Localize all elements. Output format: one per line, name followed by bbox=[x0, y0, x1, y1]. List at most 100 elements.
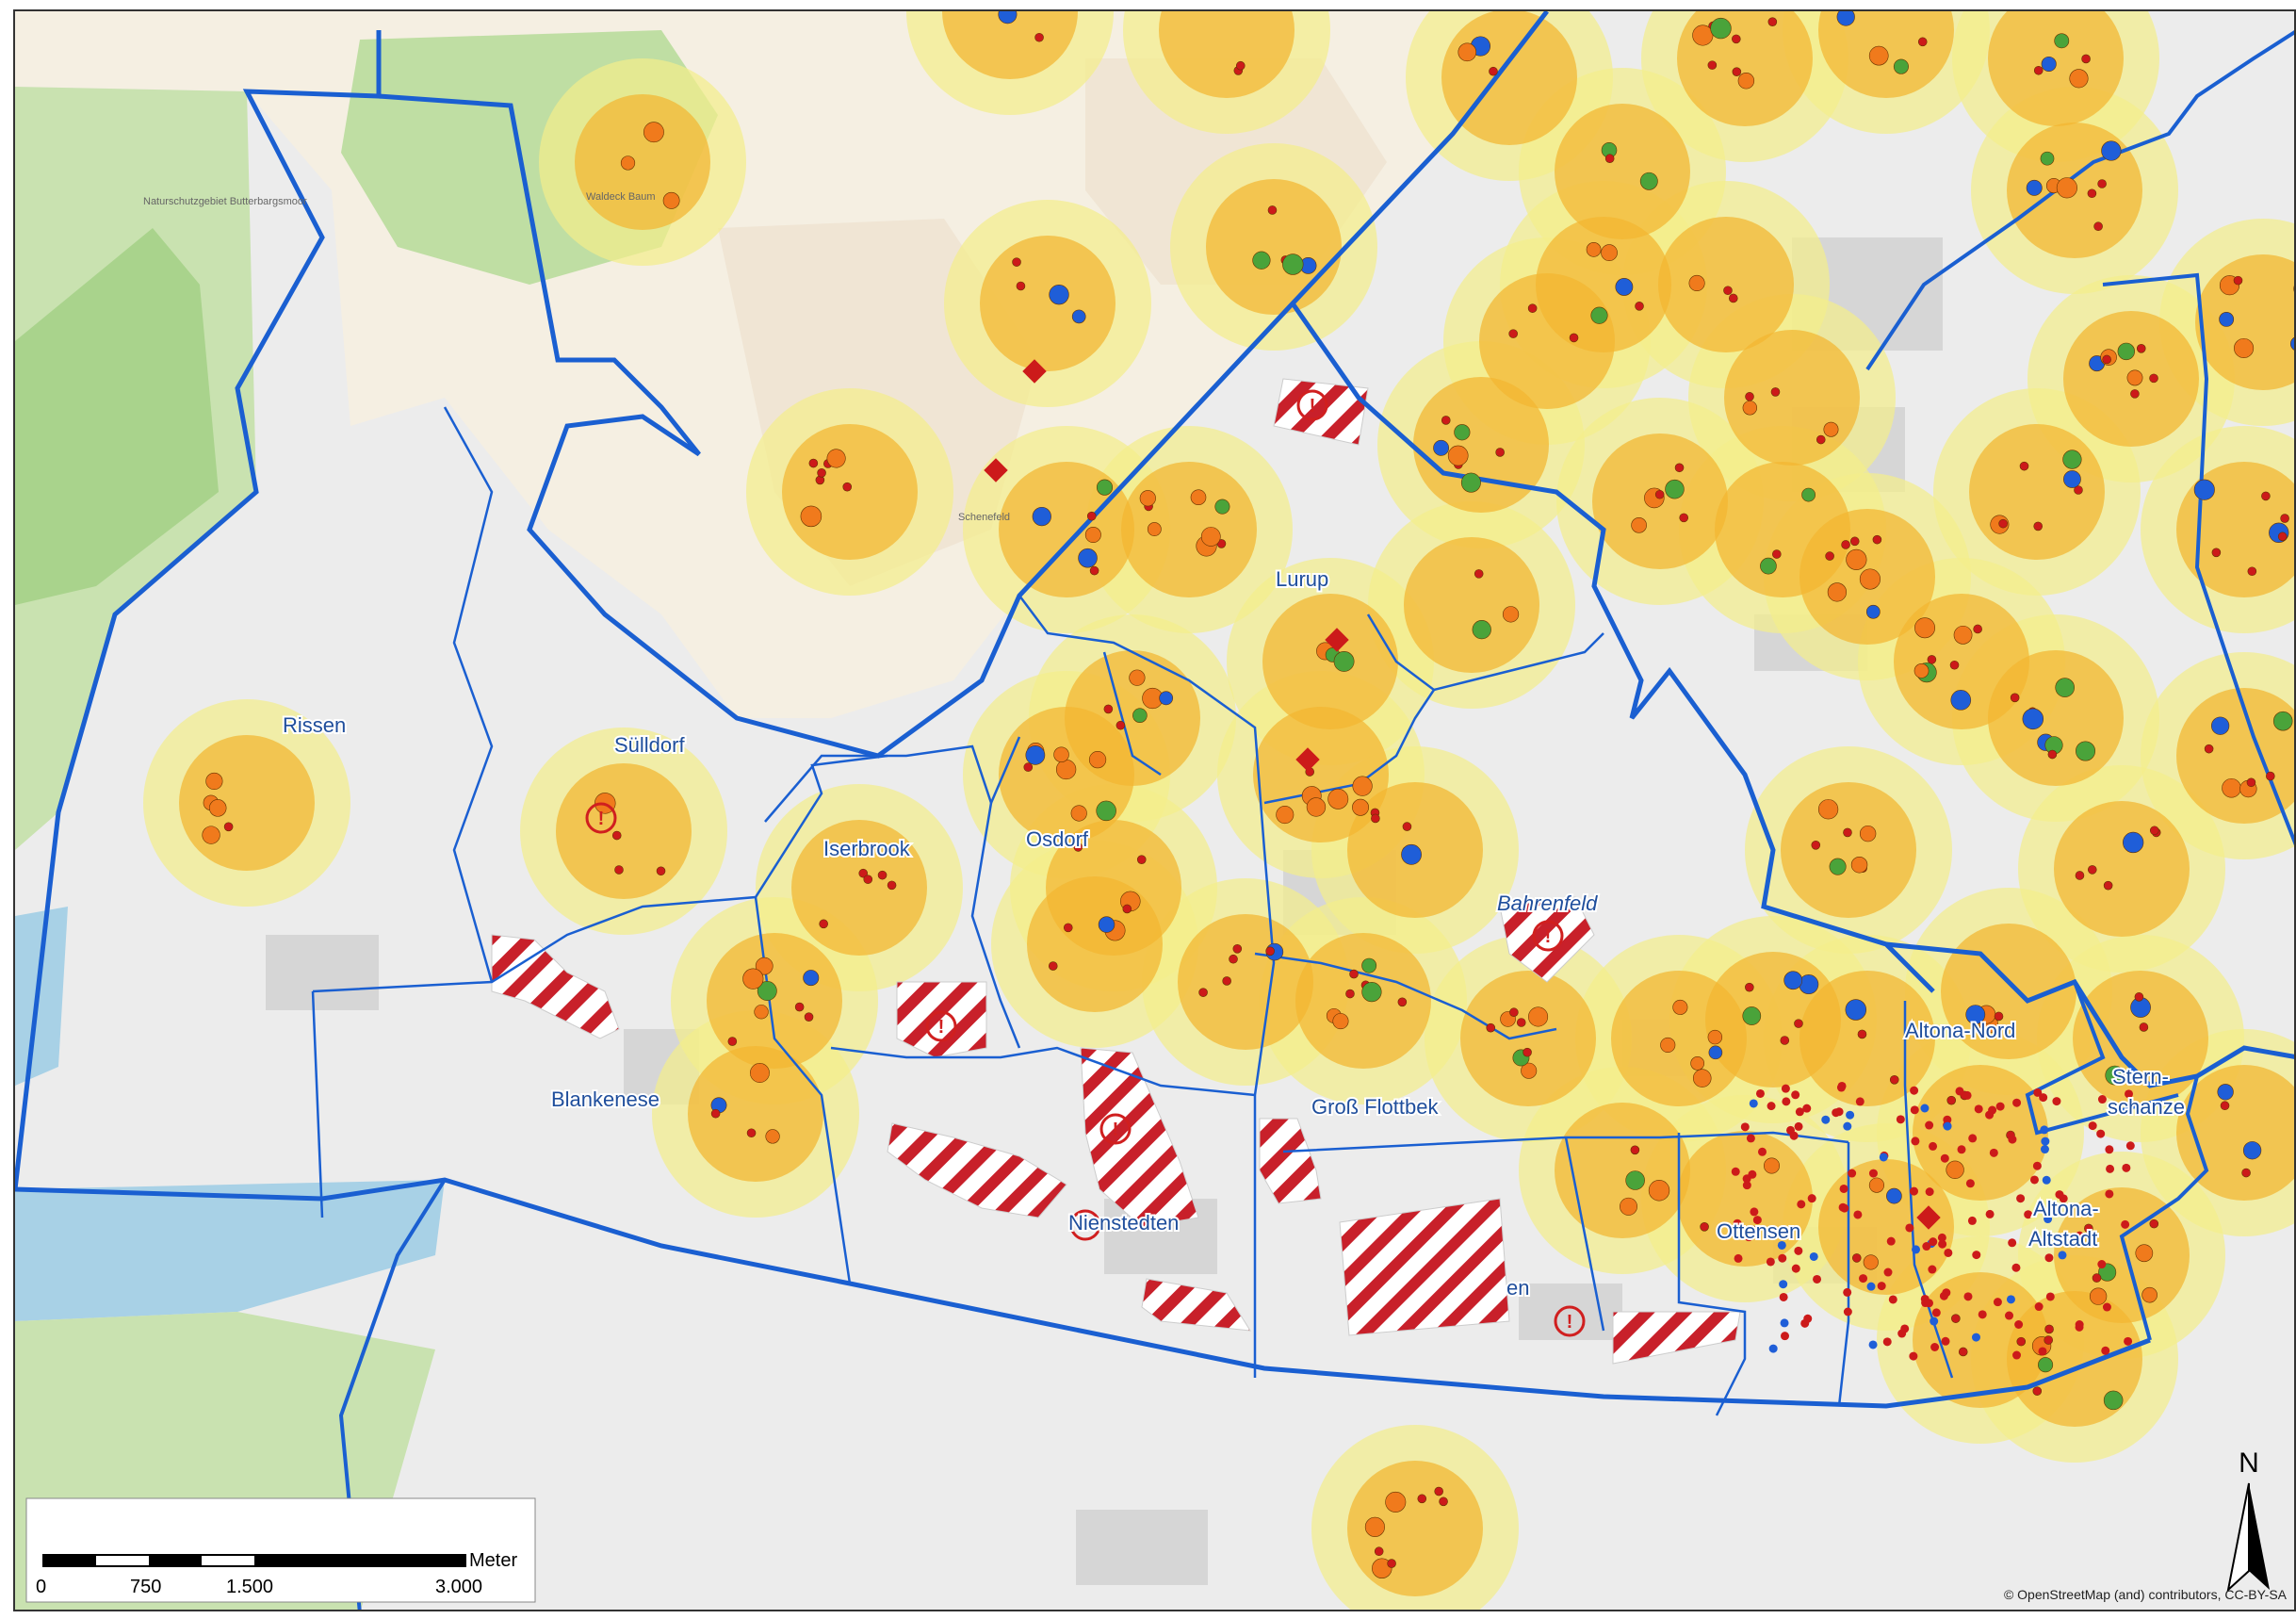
facility-point bbox=[1941, 1336, 1950, 1346]
facility-point bbox=[1794, 1246, 1803, 1255]
facility-point bbox=[1843, 827, 1852, 838]
facility-point bbox=[1868, 1169, 1878, 1178]
facility-point bbox=[2097, 179, 2107, 188]
facility-point bbox=[1946, 1095, 1957, 1105]
facility-point bbox=[1063, 923, 1073, 933]
facility-point bbox=[1732, 34, 1741, 44]
district-label-sternschanze-1: Stern- bbox=[2112, 1065, 2169, 1088]
facility-point bbox=[1744, 1233, 1753, 1242]
facility-point bbox=[1791, 1090, 1800, 1100]
district-label-suelldorf: Sülldorf bbox=[614, 733, 685, 757]
facility-point bbox=[2096, 1129, 2106, 1138]
facility-point bbox=[1631, 516, 1647, 533]
facility-point bbox=[1877, 1282, 1886, 1291]
facility-point bbox=[620, 155, 636, 171]
facility-point bbox=[1096, 800, 1116, 822]
facility-point bbox=[1122, 904, 1132, 914]
facility-point bbox=[1953, 625, 1973, 645]
scale-bar-unit: Meter bbox=[469, 1550, 517, 1571]
facility-point bbox=[1825, 551, 1834, 561]
warning-marker-othmarschen: ! bbox=[1554, 1305, 1586, 1337]
facility-point bbox=[1115, 720, 1126, 730]
facility-point bbox=[2014, 1320, 2024, 1330]
catchment-inner-ring bbox=[1159, 11, 1295, 98]
facility-point bbox=[1660, 1037, 1676, 1053]
map-canvas[interactable]: ! ! ! ! ! ! ! bbox=[15, 11, 2296, 1611]
facility-point bbox=[2222, 777, 2241, 798]
catchment-inner-ring bbox=[942, 11, 1078, 79]
facility-point bbox=[1821, 1115, 1831, 1124]
facility-point bbox=[1823, 421, 1839, 437]
facility-point bbox=[1989, 1148, 1998, 1157]
hatched-zone-lurup-n bbox=[1273, 378, 1369, 446]
facility-point bbox=[877, 870, 887, 880]
facility-point bbox=[2054, 33, 2070, 49]
facility-point bbox=[1938, 1239, 1947, 1249]
facility-point bbox=[2042, 1175, 2051, 1185]
facility-point bbox=[2040, 1145, 2049, 1154]
facility-point bbox=[2204, 744, 2214, 754]
catchment-inner-ring bbox=[1295, 933, 1431, 1069]
north-arrow-icon-half bbox=[2226, 1482, 2250, 1593]
facility-point bbox=[2084, 1223, 2093, 1234]
facility-point bbox=[1740, 1122, 1750, 1132]
map-frame[interactable]: ! ! ! ! ! ! ! bbox=[13, 9, 2296, 1611]
facility-point bbox=[1333, 650, 1355, 672]
facility-point bbox=[2117, 342, 2136, 361]
facility-point bbox=[1843, 1287, 1852, 1297]
warning-marker-bahrenfeld: ! bbox=[1532, 920, 1564, 952]
facility-point bbox=[1958, 1347, 1968, 1357]
facility-point bbox=[1635, 302, 1644, 311]
facility-point bbox=[1872, 534, 1882, 545]
facility-point bbox=[2097, 1095, 2107, 1104]
facility-point bbox=[1807, 1194, 1816, 1203]
district-label-altona-altstadt-1: Altona- bbox=[2033, 1197, 2099, 1220]
facility-point bbox=[1968, 1134, 1978, 1143]
facility-point bbox=[2211, 548, 2222, 558]
boundary-altona bbox=[1885, 941, 2294, 1088]
facility-point bbox=[2063, 470, 2081, 488]
boundary-othmarschen-west bbox=[1564, 1137, 1605, 1332]
facility-point bbox=[2193, 479, 2215, 500]
facility-point bbox=[1843, 1307, 1852, 1316]
facility-point bbox=[1071, 309, 1086, 324]
facility-point bbox=[1988, 1105, 1997, 1115]
catchment-inner-ring bbox=[1724, 330, 1860, 466]
boundary-iserbrook-osdorf bbox=[970, 802, 1021, 1049]
facility-point bbox=[1516, 1018, 1526, 1027]
catchment-inner-ring bbox=[1677, 1131, 1813, 1267]
facility-point bbox=[750, 1063, 770, 1083]
facility-point bbox=[808, 458, 819, 468]
facility-point bbox=[1460, 472, 1481, 493]
facility-point bbox=[1078, 548, 1098, 568]
facility-point bbox=[1998, 518, 2008, 529]
boundary-flottbek-south bbox=[1282, 1131, 1849, 1153]
facility-point bbox=[2246, 777, 2256, 788]
facility-point bbox=[1868, 1340, 1878, 1349]
facility-point bbox=[2136, 344, 2146, 353]
facility-point bbox=[2242, 1141, 2262, 1160]
facility-point bbox=[1971, 1333, 1980, 1342]
facility-point bbox=[804, 1012, 814, 1022]
facility-point bbox=[1839, 1184, 1848, 1193]
facility-point bbox=[1267, 205, 1278, 215]
facility-point bbox=[1883, 1267, 1893, 1277]
facility-point bbox=[2011, 1263, 2021, 1272]
facility-point bbox=[2047, 749, 2058, 760]
boundary-sternschanze bbox=[2025, 979, 2179, 1136]
facility-point bbox=[1974, 1104, 1983, 1114]
facility-point bbox=[2210, 716, 2230, 735]
facility-point bbox=[2126, 369, 2143, 386]
boundary-altstadt-east bbox=[2119, 1075, 2209, 1341]
facility-point bbox=[1967, 1216, 1977, 1225]
warning-marker-suelldorf: ! bbox=[585, 802, 617, 834]
facility-point bbox=[1509, 1007, 1519, 1018]
town-label-schenefeld: Schenefeld bbox=[958, 512, 1010, 523]
catchment-inner-ring bbox=[1178, 914, 1313, 1050]
facility-point bbox=[2029, 1175, 2039, 1185]
facility-point bbox=[1707, 60, 1718, 70]
facility-point bbox=[1385, 1491, 1407, 1513]
facility-point bbox=[2280, 514, 2289, 523]
facility-point bbox=[1859, 568, 1881, 590]
hatched-zone-othmarschen bbox=[1339, 1198, 1510, 1336]
